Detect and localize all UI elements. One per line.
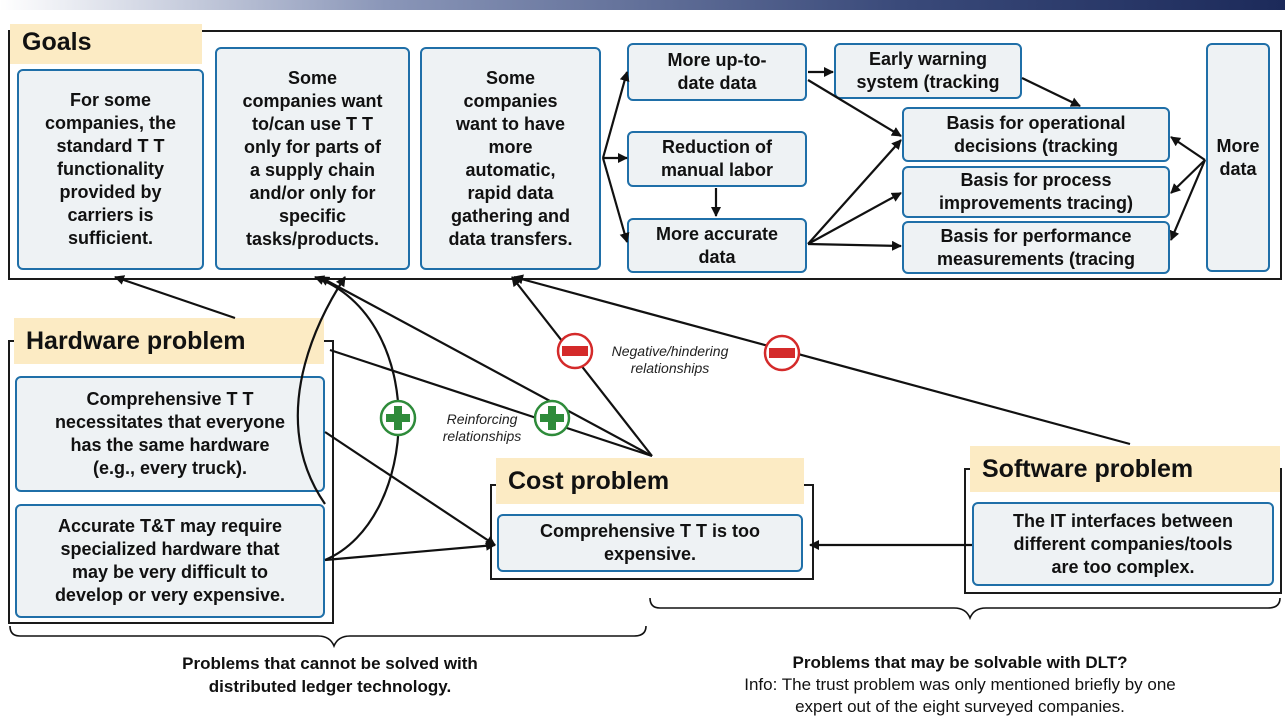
more-accurate-data-box: More accurate data <box>627 218 807 273</box>
negative-relationships-note: Negative/hindering relationships <box>611 343 729 376</box>
reduction-manual-labor-box: Reduction of manual labor <box>627 131 807 187</box>
arrow-goal-to-uptodate <box>601 71 630 159</box>
caption-not-solvable: Problems that cannot be solved with dist… <box>80 652 580 698</box>
arrow-hardware-to-cost <box>329 348 653 458</box>
negative-minus-icon <box>556 332 594 370</box>
arrow-uptodate-to-operational <box>807 79 902 137</box>
arrow-moredata-to-operational <box>1170 136 1206 161</box>
goals-frame <box>8 30 1282 280</box>
hardware-title: Hardware problem <box>14 318 324 364</box>
reinforcing-relationships-note: Reinforcing relationships <box>442 411 522 444</box>
more-data-box: More data <box>1206 43 1270 272</box>
arrow-accurate-to-operational <box>807 139 902 245</box>
header-gradient-bar <box>0 0 1285 10</box>
arrow-goal-to-accurate <box>601 157 630 243</box>
basis-operational-decisions-box: Basis for operational decisions (trackin… <box>902 107 1170 162</box>
arrow-hw1-to-goal2 <box>296 276 346 505</box>
caption-not-solvable-text: Problems that cannot be solved with dist… <box>182 654 478 696</box>
reinforcing-plus-icon-2 <box>533 399 571 437</box>
arrow-hw1-to-cost <box>324 431 496 546</box>
arrow-warning-to-operational <box>1021 77 1081 107</box>
software-interfaces-box: The IT interfaces between different comp… <box>972 502 1274 586</box>
caption-solvable-dlt-title: Problems that may be solvable with DLT? <box>792 653 1128 672</box>
early-warning-system-box: Early warning system (tracking <box>834 43 1022 99</box>
arrow-cost-to-goal2 <box>319 276 653 457</box>
more-up-to-date-data-box: More up-to- date data <box>627 43 807 101</box>
arrow-moredata-to-performance <box>1169 159 1207 241</box>
arrow-hardware-to-goal1 <box>114 275 236 320</box>
cost-title: Cost problem <box>496 458 804 504</box>
goal-box-automatic-data: Some companies want to have more automat… <box>420 47 601 270</box>
arrow-accurate-to-process <box>807 192 902 245</box>
negative-minus-icon-2 <box>763 334 801 372</box>
hardware-same-hardware-box: Comprehensive T T necessitates that ever… <box>15 376 325 492</box>
brace-right <box>649 597 1281 621</box>
goals-title: Goals <box>10 24 202 64</box>
basis-performance-measurements-box: Basis for performance measurements (trac… <box>902 221 1170 274</box>
arrow-software-to-goal3 <box>513 274 1131 446</box>
reinforcing-plus-icon <box>379 399 417 437</box>
arrow-moredata-to-process <box>1170 159 1206 194</box>
brace-left <box>9 625 647 649</box>
goal-box-standard-functionality: For some companies, the standard T T fun… <box>17 69 204 270</box>
arrow-hw2-to-cost <box>324 540 496 562</box>
hardware-specialized-box: Accurate T&T may require specialized har… <box>15 504 325 618</box>
software-title: Software problem <box>970 446 1280 492</box>
goal-box-partial-use: Some companies want to/can use T T only … <box>215 47 410 270</box>
arrow-accurate-to-performance <box>807 240 902 251</box>
cost-too-expensive-box: Comprehensive T T is too expensive. <box>497 514 803 572</box>
basis-process-improvements-box: Basis for process improvements tracing) <box>902 166 1170 218</box>
